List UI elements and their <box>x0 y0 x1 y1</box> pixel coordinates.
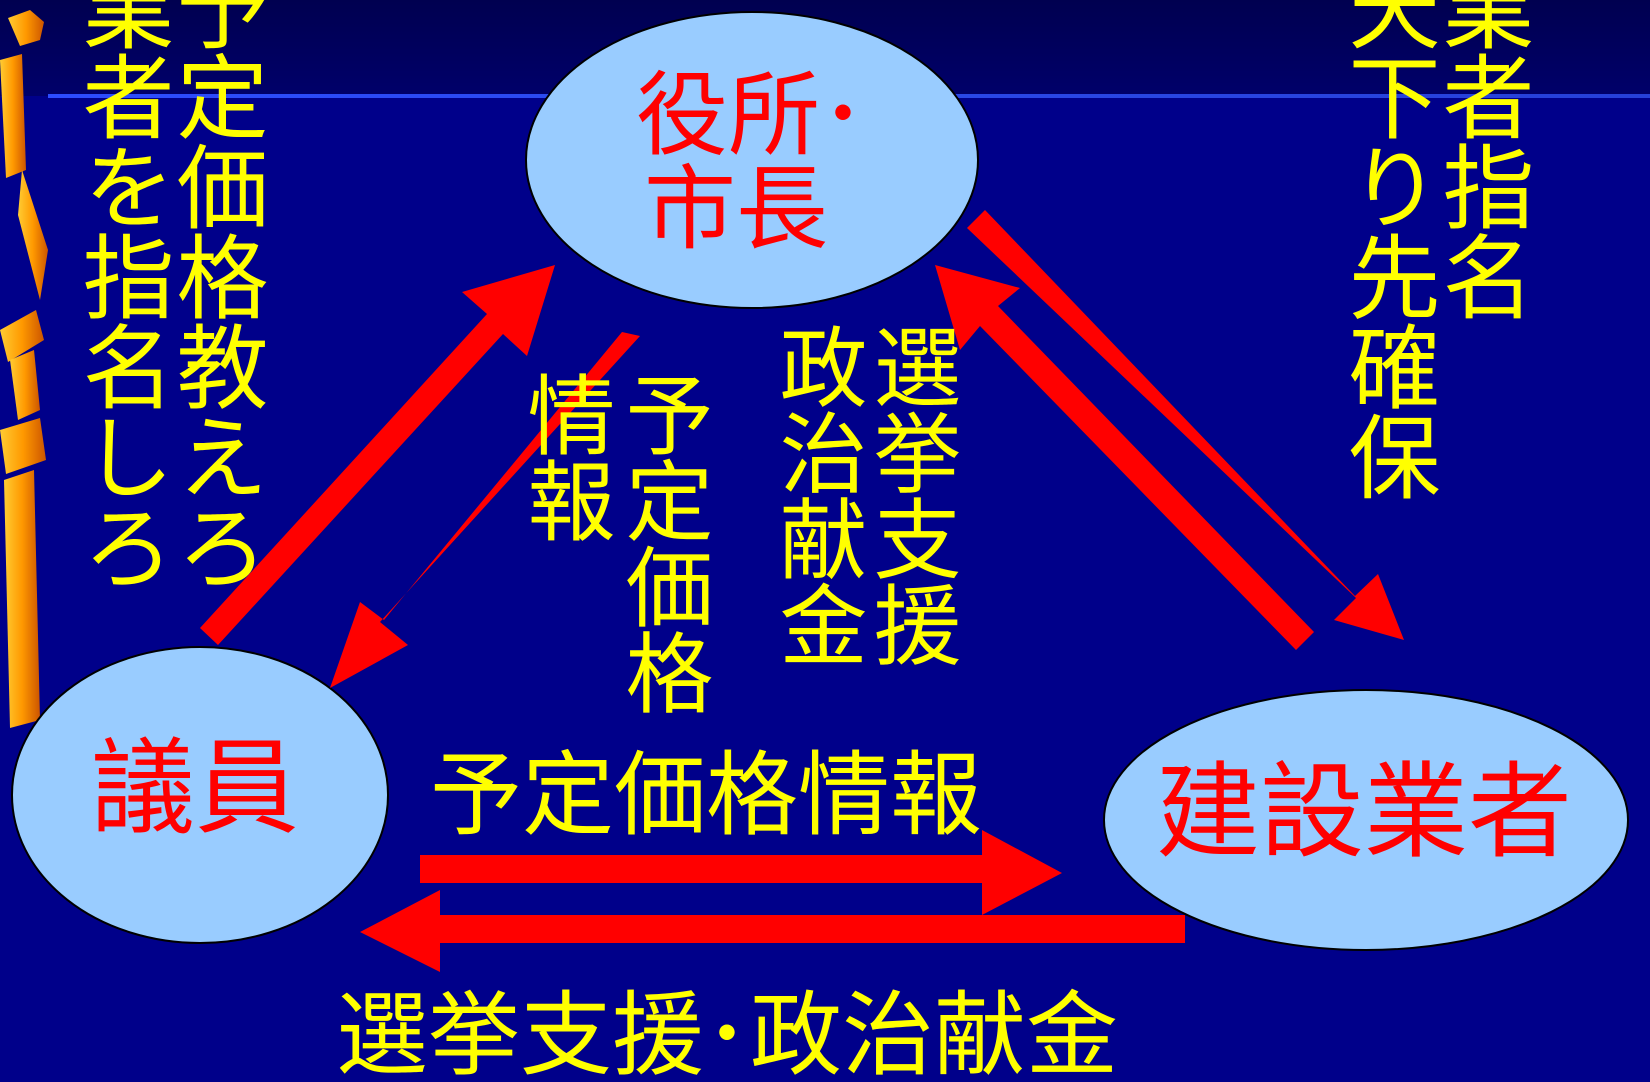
city-hall-label-line2: 市長 <box>644 156 829 263</box>
arrow-contractor-to-city-hall <box>935 265 1314 650</box>
annotation-top-left-col2: 予定価格教えろ <box>161 0 268 590</box>
node-city-hall <box>525 11 979 309</box>
annotation-center-right-col1: 政治献金 <box>765 322 868 666</box>
annotation-center-right-col2: 選挙支援 <box>859 322 962 666</box>
annotation-top-right-col1: 天下り先確保 <box>1333 0 1440 500</box>
deco-title-glyphs <box>0 10 48 728</box>
annotation-center-left-col2: 予定価格 <box>611 370 714 714</box>
annotation-top-left-col1: 業者を指名しろ <box>67 0 174 590</box>
arrow-city-hall-to-council <box>330 332 640 688</box>
arrow-city-hall-to-contractor <box>967 210 1404 640</box>
arrow-council-to-city-hall <box>200 265 555 645</box>
city-hall-label-line1: 役所･ <box>636 62 867 169</box>
node-contractor <box>1103 689 1629 951</box>
contractor-label: 建設業者 <box>1155 751 1572 873</box>
node-council-member <box>11 646 389 944</box>
council-member-label: 議員 <box>90 727 299 849</box>
arrow-council-to-contractor <box>420 830 1062 915</box>
arrow-contractor-to-council <box>360 890 1185 972</box>
annotation-top-right-col2: 業者指名 <box>1427 0 1534 320</box>
annotation-bottom-lower: 選挙支援･政治献金 <box>336 982 1119 1082</box>
annotation-bottom-upper: 予定価格情報 <box>430 742 983 849</box>
annotation-center-left-col1: 情報 <box>513 370 616 542</box>
